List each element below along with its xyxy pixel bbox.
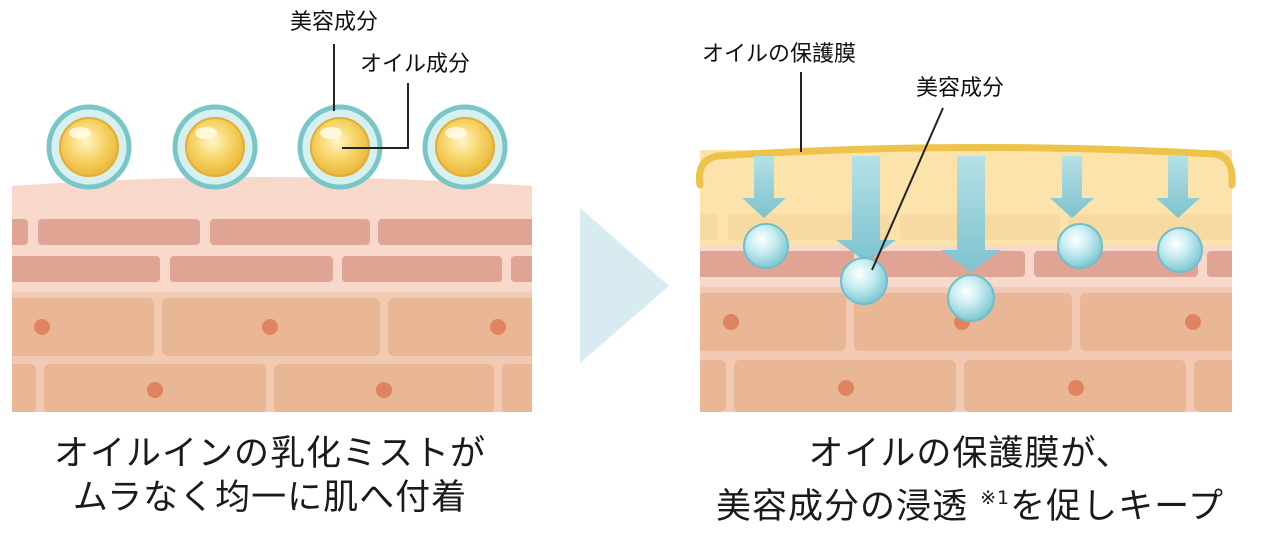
caption-right-line2-b: を促しキープ (1010, 487, 1225, 527)
label-oil-ingredient: オイル成分 (360, 52, 471, 77)
caption-left: オイルインの乳化ミストが ムラなく均一に肌へ付着 (10, 432, 530, 520)
label-oil-film: オイルの保護膜 (702, 42, 857, 67)
right-cell-nuclei (723, 314, 1201, 396)
transition-arrow (580, 208, 669, 363)
left-brick-row-2 (12, 256, 532, 282)
caption-right-line2-a: 美容成分の浸透 (715, 487, 981, 527)
penetration-arrow (941, 156, 1001, 272)
left-skin (12, 177, 532, 412)
beauty-drop (1157, 227, 1203, 273)
caption-right-line2: 美容成分の浸透 ※1を促しキープ (690, 476, 1250, 529)
caption-right: オイルの保護膜が、 美容成分の浸透 ※1を促しキープ (690, 432, 1250, 529)
caption-left-line2: ムラなく均一に肌へ付着 (72, 478, 468, 518)
beauty-drop (840, 257, 888, 305)
oil-film-edge (695, 143, 1236, 189)
penetration-arrow (836, 156, 896, 262)
emulsion-droplet (422, 104, 508, 190)
left-cell-nuclei (34, 319, 506, 398)
emulsion-droplet (46, 104, 132, 190)
emulsion-droplet (297, 104, 383, 190)
left-leader-lines (333, 44, 409, 149)
penetration-arrow (1050, 156, 1094, 218)
caption-left-line1: オイルインの乳化ミストが (53, 434, 486, 474)
left-brick-row-1 (12, 219, 532, 245)
footnote-marker: ※1 (980, 487, 1011, 509)
label-beauty-ingredient-right: 美容成分 (916, 76, 1005, 101)
left-emulsion-droplets (46, 104, 508, 190)
beauty-drop (947, 274, 995, 322)
penetration-arrows (742, 156, 1200, 272)
beauty-drop (743, 223, 789, 269)
penetration-arrow (742, 156, 786, 218)
beauty-ingredient-drops (743, 223, 1203, 322)
penetration-arrow (1156, 156, 1200, 218)
beauty-drop (1057, 223, 1103, 269)
caption-right-line1: オイルの保護膜が、 (808, 434, 1132, 474)
emulsion-droplet (172, 104, 258, 190)
label-beauty-ingredient-left: 美容成分 (290, 10, 379, 35)
right-leader-lines (800, 72, 944, 271)
